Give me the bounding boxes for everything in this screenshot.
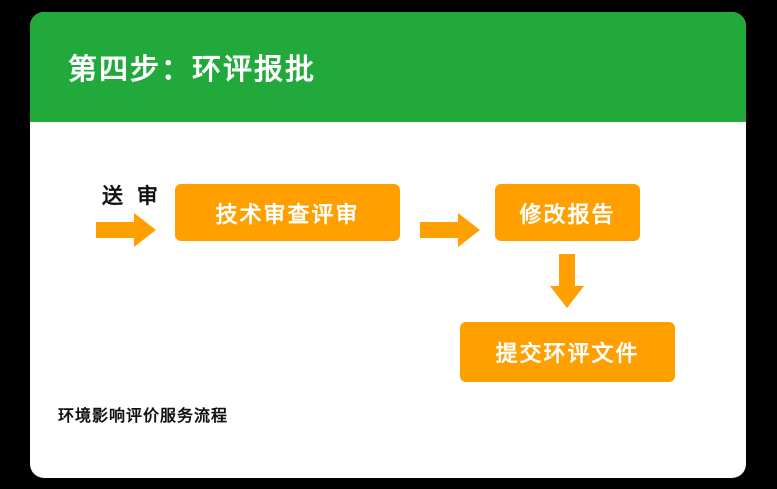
arrow-right-icon [96, 213, 156, 247]
arrow-head [550, 286, 584, 308]
flow-step-label: 提交环评文件 [495, 341, 640, 366]
arrow-down-icon [550, 254, 584, 308]
flow-step-revise-report: 修改报告 [495, 184, 640, 241]
flow-step-label: 修改报告 [519, 201, 616, 227]
page-title: 第四步：环评报批 [68, 54, 317, 86]
slide-card: 第四步：环评报批 送 审 技术审查评审 修改报告 提交环评文件 环境影响评价服务… [30, 12, 746, 478]
flow-step-technical-review: 技术审查评审 [175, 184, 400, 241]
arrow-shaft [559, 254, 575, 286]
arrow-head [134, 213, 156, 247]
flow-start-label: 送 审 [102, 185, 162, 208]
arrow-shaft [420, 222, 458, 238]
flow-step-submit-documents: 提交环评文件 [460, 322, 675, 382]
arrow-shaft [96, 222, 134, 238]
header-banner: 第四步：环评报批 [30, 12, 746, 122]
arrow-right-icon [420, 213, 480, 247]
footer-caption: 环境影响评价服务流程 [58, 408, 229, 425]
flow-step-label: 技术审查评审 [215, 201, 360, 227]
arrow-head [458, 213, 480, 247]
